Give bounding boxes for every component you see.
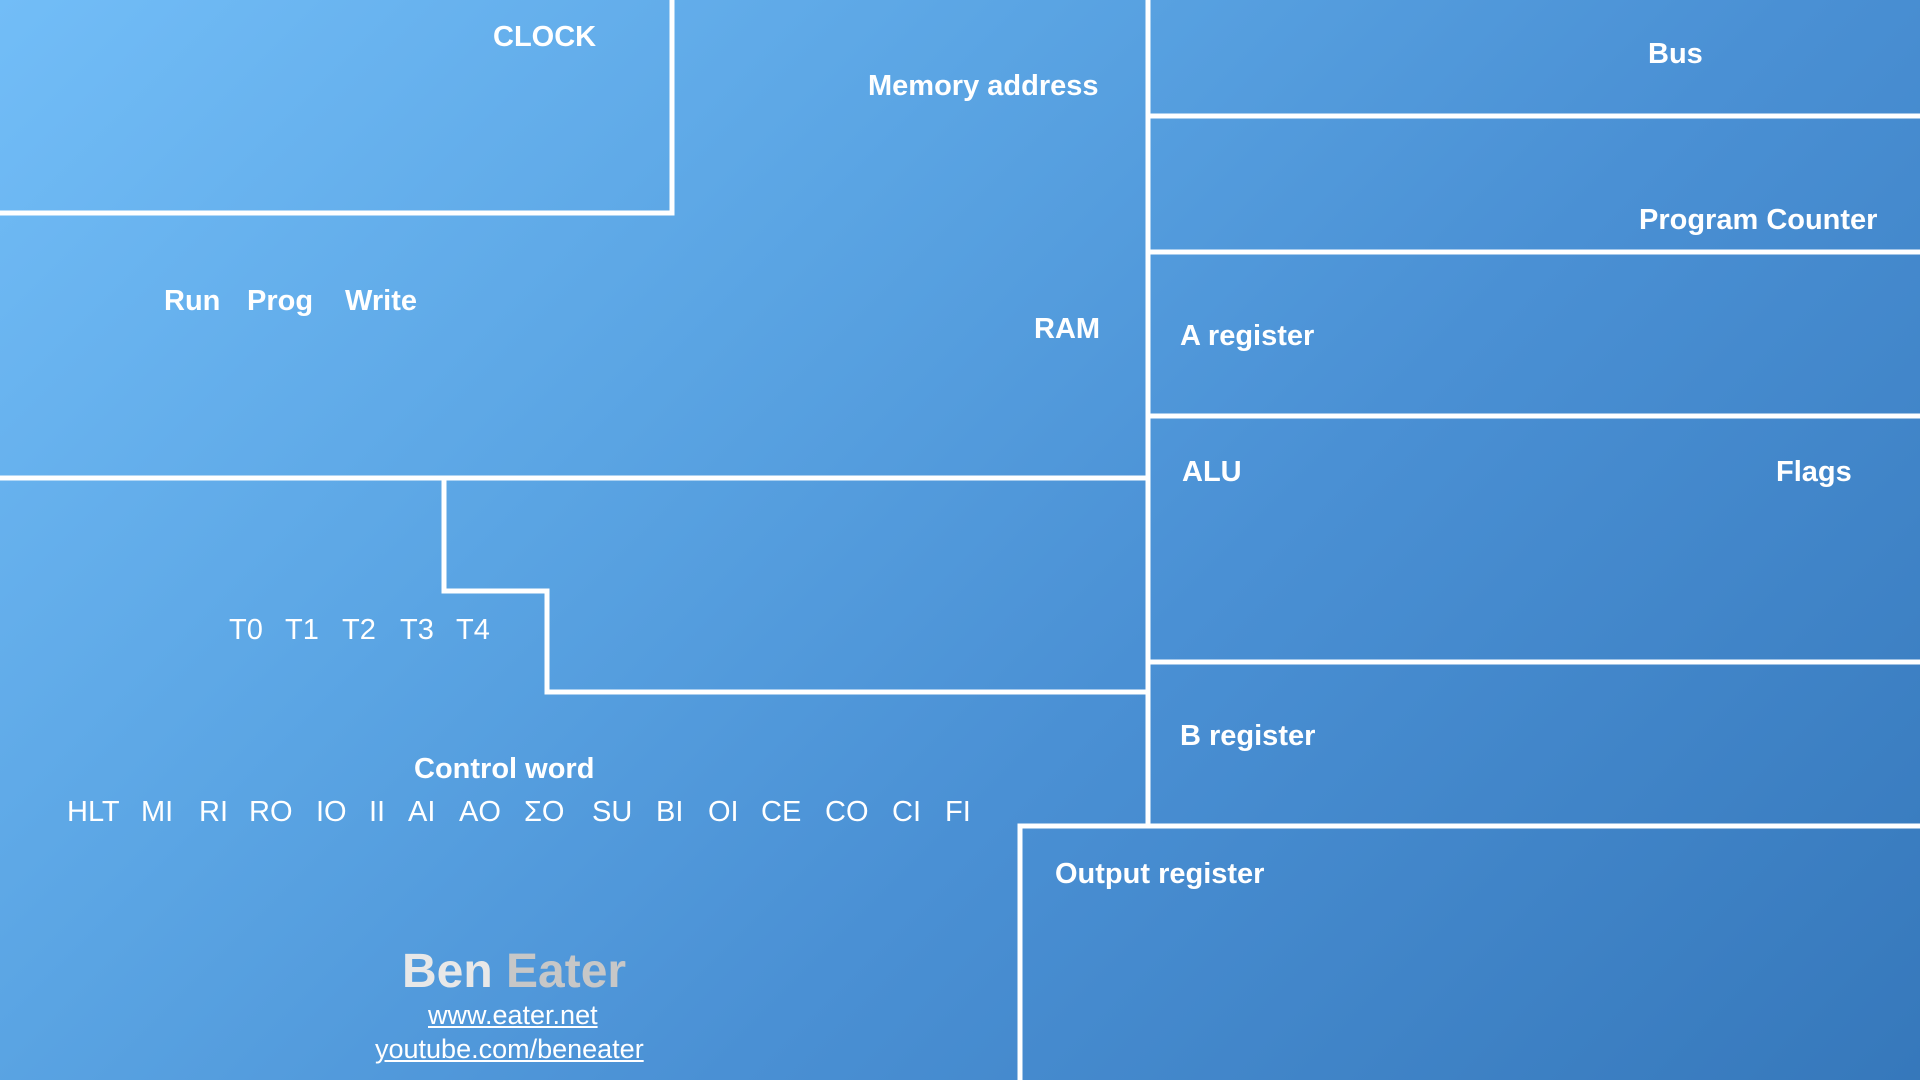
clock-label: CLOCK xyxy=(493,21,597,53)
control-signal-ai: AI xyxy=(408,796,436,828)
control-signal-fi: FI xyxy=(945,796,971,828)
control-signal-ce: CE xyxy=(761,796,802,828)
b-register-label: B register xyxy=(1180,720,1316,752)
write-switch-label: Write xyxy=(345,285,417,317)
author-last-name: Eater xyxy=(506,945,627,998)
a-register-label: A register xyxy=(1180,320,1315,352)
output-register-label: Output register xyxy=(1055,858,1265,890)
memory-address-label: Memory address xyxy=(868,70,1099,102)
control-signal-ii: II xyxy=(369,796,386,828)
control-signal-sum-out: ΣO xyxy=(524,796,565,828)
author-first-name: Ben xyxy=(402,945,493,998)
bus-label: Bus xyxy=(1648,38,1703,70)
control-signal-ro: RO xyxy=(249,796,293,828)
control-signal-oi: OI xyxy=(708,796,739,828)
timing-step-t3: T3 xyxy=(400,614,434,646)
control-word-label: Control word xyxy=(414,753,595,785)
website-link[interactable]: www.eater.net xyxy=(428,1000,598,1030)
timing-step-t2: T2 xyxy=(342,614,376,646)
control-signal-bi: BI xyxy=(656,796,684,828)
clock-border xyxy=(0,0,675,216)
timing-step-t1: T1 xyxy=(285,614,319,646)
control-stair-line xyxy=(441,475,1151,695)
control-signal-io: IO xyxy=(316,796,347,828)
control-signal-mi: MI xyxy=(141,796,174,828)
control-signal-ao: AO xyxy=(459,796,501,828)
run-switch-label: Run xyxy=(164,285,221,317)
author-name: Ben Eater xyxy=(402,948,626,996)
youtube-link[interactable]: youtube.com/beneater xyxy=(375,1034,644,1064)
flags-label: Flags xyxy=(1776,456,1852,488)
control-signal-hlt: HLT xyxy=(67,796,120,828)
timing-step-t0: T0 xyxy=(229,614,263,646)
control-signal-ri: RI xyxy=(199,796,228,828)
output-register-border xyxy=(1017,823,1920,1080)
prog-switch-label: Prog xyxy=(247,285,314,317)
alu-label: ALU xyxy=(1182,456,1242,488)
control-signal-ci: CI xyxy=(892,796,921,828)
program-counter-label: Program Counter xyxy=(1639,204,1878,236)
control-signal-su: SU xyxy=(592,796,633,828)
ram-label: RAM xyxy=(1034,313,1101,345)
timing-step-t4: T4 xyxy=(456,614,490,646)
control-signal-co: CO xyxy=(825,796,869,828)
